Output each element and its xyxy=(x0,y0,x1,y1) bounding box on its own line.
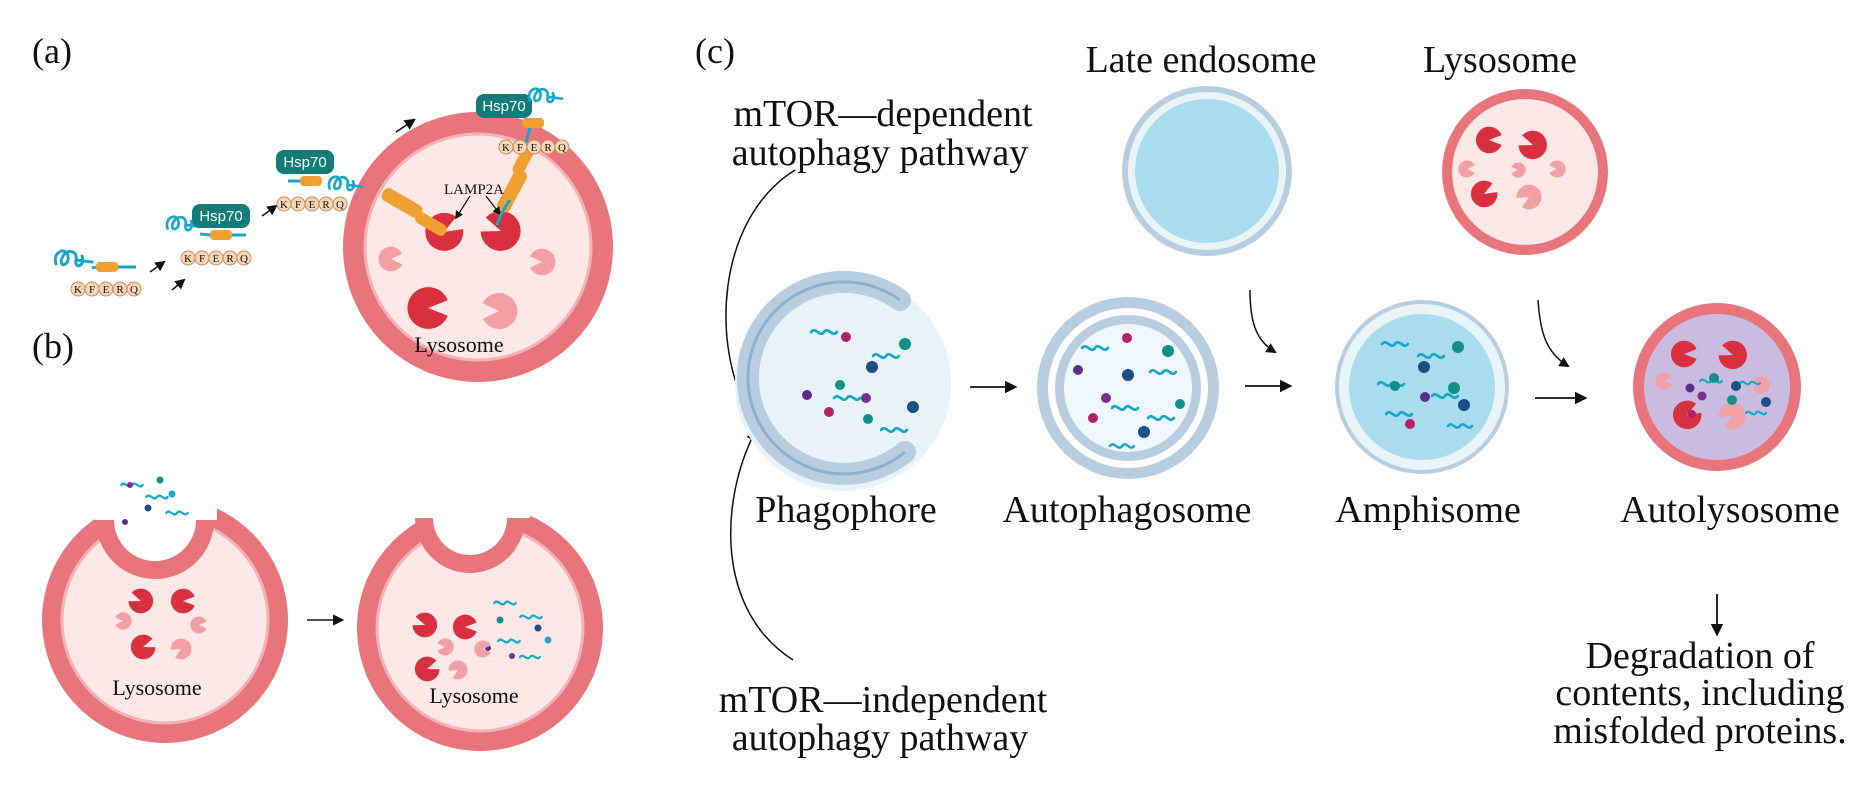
lysosome-top xyxy=(1442,89,1608,255)
svg-text:E: E xyxy=(531,142,538,154)
svg-text:E: E xyxy=(213,253,220,265)
lysosome-top-label: Lysosome xyxy=(1423,39,1577,81)
svg-text:R: R xyxy=(226,253,234,265)
lysosome-a: Lysosome xyxy=(343,112,613,382)
panel-label-c: (c) xyxy=(695,31,735,71)
arrow-a-2 xyxy=(171,278,186,291)
panel-label-a: (a) xyxy=(32,31,72,71)
motif-3: K F E R Q xyxy=(276,196,348,212)
panel-a: Lysosome LAMP2A K F E R Q xyxy=(53,87,613,382)
phagophore-label: Phagophore xyxy=(755,489,937,531)
svg-text:F: F xyxy=(295,199,301,211)
mtor-dependent-line2: autophagy pathway xyxy=(732,132,1029,174)
mtor-independent-line2: autophagy pathway xyxy=(732,717,1029,759)
lysosome-b-left: Lysosome xyxy=(42,455,288,743)
autophagosome xyxy=(1037,297,1219,479)
svg-text:K: K xyxy=(280,199,288,211)
curve-arrow-independent xyxy=(729,430,794,661)
phagophore xyxy=(735,270,951,491)
substrate-2: Hsp70 xyxy=(165,204,250,240)
degradation-line1: Degradation of xyxy=(1586,635,1815,677)
hsp70-label-1: Hsp70 xyxy=(199,208,242,225)
substrate-1 xyxy=(53,249,136,272)
svg-text:K: K xyxy=(74,284,82,296)
svg-text:R: R xyxy=(544,142,552,154)
amphisome-label: Amphisome xyxy=(1335,489,1521,531)
autolysosome-label: Autolysosome xyxy=(1620,489,1840,531)
panel-label-b: (b) xyxy=(32,326,74,366)
svg-text:Q: Q xyxy=(558,142,566,154)
svg-text:Q: Q xyxy=(240,253,248,265)
hsp70-label-3: Hsp70 xyxy=(482,98,525,115)
hsp70-chaperone-2 xyxy=(276,150,334,174)
autophagosome-label: Autophagosome xyxy=(1002,489,1251,531)
panel-b: Lysosome Lysosome xyxy=(42,455,603,751)
svg-text:F: F xyxy=(517,142,523,154)
motif-4: K F E R Q xyxy=(498,139,570,155)
panel-c: mTOR—dependent autophagy pathway mTOR—in… xyxy=(719,39,1847,759)
mtor-independent-line1: mTOR—independent xyxy=(719,679,1048,721)
arrow-lysosome-to-autolysosome xyxy=(1537,299,1570,368)
lysosome-a-label: Lysosome xyxy=(414,332,503,357)
lysosome-b-left-label: Lysosome xyxy=(112,675,201,700)
arrow-a-3 xyxy=(261,204,278,217)
svg-text:K: K xyxy=(502,142,510,154)
svg-text:E: E xyxy=(103,284,110,296)
svg-text:E: E xyxy=(309,199,316,211)
amphisome xyxy=(1335,300,1509,474)
svg-text:F: F xyxy=(199,253,205,265)
late-endosome-label: Late endosome xyxy=(1085,39,1316,81)
lamp2a-label: LAMP2A xyxy=(444,182,504,198)
svg-text:Q: Q xyxy=(336,199,344,211)
hsp70-label-2: Hsp70 xyxy=(283,154,326,171)
lysosome-b-right-label: Lysosome xyxy=(429,683,518,708)
arrow-endosome-to-amphisome xyxy=(1249,289,1277,354)
arrow-a-1 xyxy=(149,260,166,273)
hsp70-chaperone-1 xyxy=(192,204,250,228)
motif-1: K F E R Q xyxy=(70,281,142,297)
substrate-4: Hsp70 xyxy=(476,87,564,143)
svg-text:R: R xyxy=(116,284,124,296)
svg-text:F: F xyxy=(89,284,95,296)
motif-2: K F E R Q xyxy=(180,250,252,266)
svg-text:Q: Q xyxy=(130,284,138,296)
hsp70-chaperone-3 xyxy=(476,94,532,118)
autolysosome xyxy=(1633,303,1801,471)
arrow-a-4 xyxy=(395,118,416,133)
lysosome-b-right: Lysosome xyxy=(357,460,603,751)
svg-text:R: R xyxy=(322,199,330,211)
degradation-line2: contents, including xyxy=(1555,672,1844,714)
substrate-3: Hsp70 xyxy=(276,150,364,192)
mtor-dependent-line1: mTOR—dependent xyxy=(733,93,1032,135)
svg-text:K: K xyxy=(184,253,192,265)
degradation-line3: misfolded proteins. xyxy=(1553,710,1846,752)
